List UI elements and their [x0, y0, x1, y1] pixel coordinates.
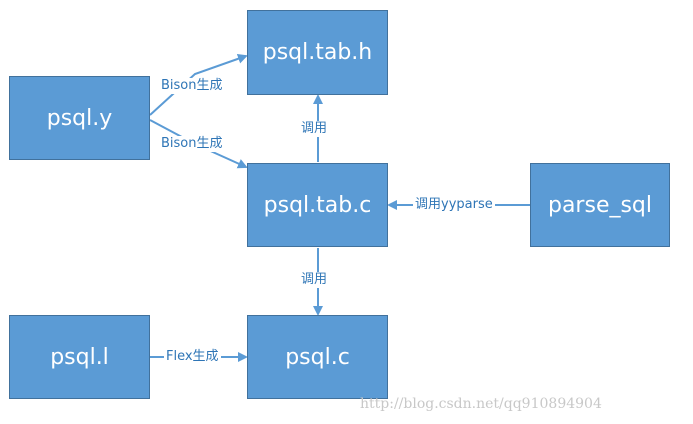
edge-label-bison-to-c: Bison生成	[159, 136, 225, 152]
node-parse-sql[interactable]: parse_sql	[530, 163, 670, 247]
edge-label-call-psql-c: 调用	[299, 272, 330, 288]
node-psql-tab-c-label: psql.tab.c	[263, 192, 372, 218]
edge-label-bison-to-h: Bison生成	[159, 78, 225, 94]
edge-y-to-tab-h	[149, 53, 248, 116]
node-psql-c[interactable]: psql.c	[247, 315, 388, 399]
node-psql-y-label: psql.y	[46, 105, 113, 131]
node-psql-c-label: psql.c	[285, 344, 350, 370]
node-psql-tab-h[interactable]: psql.tab.h	[247, 10, 388, 95]
edge-label-call-yyparse: 调用yyparse	[413, 197, 495, 213]
node-psql-l-label: psql.l	[50, 344, 109, 370]
node-psql-y[interactable]: psql.y	[9, 76, 150, 160]
edge-label-call-tab-h: 调用	[299, 121, 330, 137]
node-parse-sql-label: parse_sql	[547, 192, 653, 218]
node-psql-tab-c[interactable]: psql.tab.c	[247, 163, 388, 247]
edge-label-flex: Flex生成	[164, 349, 221, 365]
watermark-url: http://blog.csdn.net/qq910894904	[360, 396, 602, 412]
node-psql-tab-h-label: psql.tab.h	[262, 40, 373, 65]
node-psql-l[interactable]: psql.l	[9, 315, 150, 399]
